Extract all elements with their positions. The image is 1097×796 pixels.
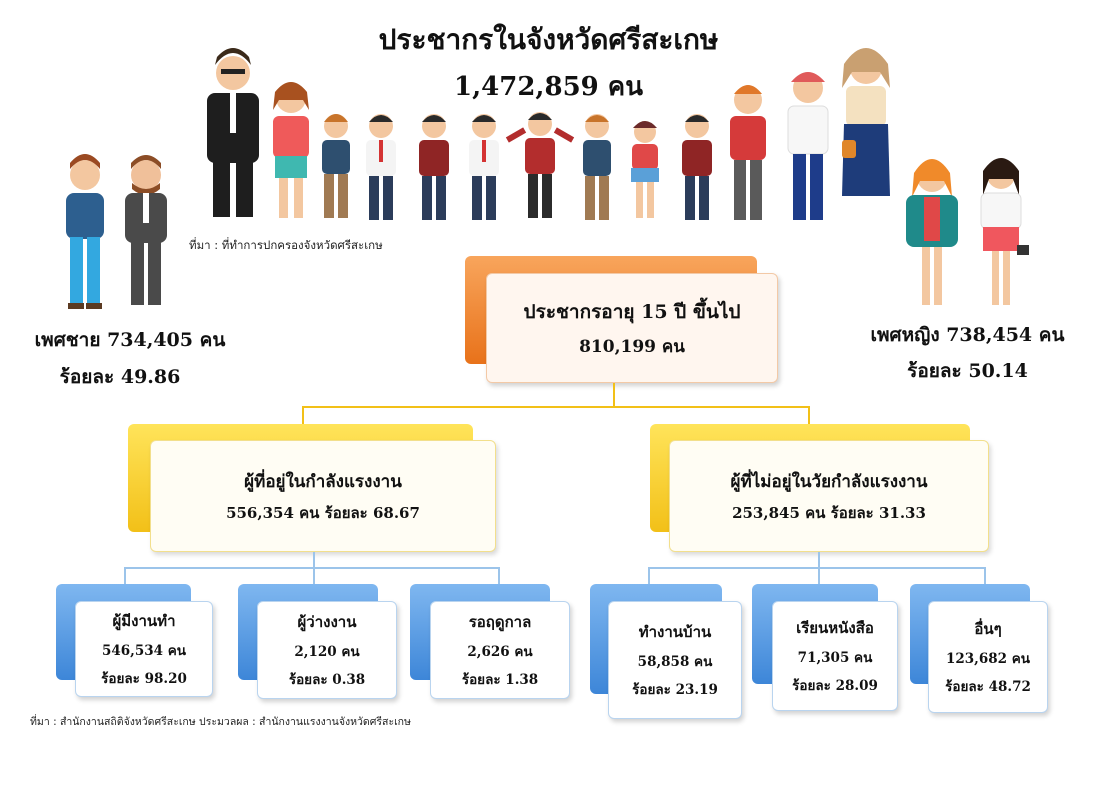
student-person-icon (419, 114, 449, 220)
man-person-icon (730, 85, 766, 220)
unemployed-box: ผู้ว่างงาน 2,120 คน ร้อยละ 0.38 (257, 601, 397, 699)
non-labor-force-box: ผู้ที่ไม่อยู่ในวัยกำลังแรงงาน 253,845 คน… (669, 440, 989, 552)
root-value: 810,199 คน (579, 336, 685, 357)
student-person-icon (366, 114, 396, 220)
connector-line (818, 552, 820, 568)
female-count: เพศหญิง 738,454 คน (870, 324, 1065, 346)
man-person-icon (787, 72, 829, 220)
housework-value: 58,858 คน (637, 654, 713, 670)
employed-value: 546,534 คน (101, 643, 187, 659)
studying-value: 71,305 คน (797, 650, 873, 666)
student-person-icon (505, 112, 575, 218)
other-label: อื่นๆ (974, 620, 1002, 638)
unemployed-value: 2,120 คน (294, 644, 360, 660)
connector-line (984, 567, 986, 587)
connector-line (313, 552, 315, 568)
seasonal-box: รอฤดูกาล 2,626 คน ร้อยละ 1.38 (430, 601, 570, 699)
root-label: ประชากรอายุ 15 ปี ขึ้นไป (523, 300, 741, 323)
woman-person-icon (842, 48, 890, 196)
employed-box: ผู้มีงานทำ 546,534 คน ร้อยละ 98.20 (75, 601, 213, 697)
employed-percent: ร้อยละ 98.20 (101, 671, 187, 687)
non-labor-force-value: 253,845 คน ร้อยละ 31.33 (732, 503, 926, 522)
people-illustration (66, 48, 1029, 309)
student-person-icon (469, 114, 499, 220)
connector-line (613, 383, 615, 407)
teacher-person-icon (207, 48, 259, 217)
connector-line (808, 406, 810, 426)
male-percent: ร้อยละ 49.86 (59, 366, 181, 388)
connector-line (818, 567, 820, 587)
connector-line (124, 567, 500, 569)
seasonal-percent: ร้อยละ 1.38 (461, 672, 539, 688)
housework-box: ทำงานบ้าน 58,858 คน ร้อยละ 23.19 (608, 601, 742, 719)
footer-source-note: ที่มา : สำนักงานสถิติจังหวัดศรีสะเกษ ประ… (30, 716, 411, 728)
student-person-icon (322, 114, 350, 218)
male-person-icon (125, 155, 167, 305)
connector-line (498, 567, 500, 587)
seasonal-value: 2,626 คน (467, 644, 533, 660)
connector-line (124, 567, 126, 587)
other-box: อื่นๆ 123,682 คน ร้อยละ 48.72 (928, 601, 1048, 713)
total-population: 1,472,859 คน (454, 72, 643, 102)
female-person-icon (906, 159, 958, 305)
woman-person-icon (273, 82, 309, 218)
non-labor-force-label: ผู้ที่ไม่อยู่ในวัยกำลังแรงงาน (730, 471, 928, 492)
studying-label: เรียนหนังสือ (796, 619, 874, 637)
labor-force-label: ผู้ที่อยู่ในกำลังแรงงาน (244, 471, 402, 492)
studying-box: เรียนหนังสือ 71,305 คน ร้อยละ 28.09 (772, 601, 898, 711)
girl-person-icon (631, 121, 659, 218)
unemployed-label: ผู้ว่างงาน (297, 613, 357, 631)
student-person-icon (682, 114, 712, 220)
connector-line (302, 406, 810, 408)
housework-percent: ร้อยละ 23.19 (632, 682, 718, 698)
connector-line (302, 406, 304, 426)
male-person-icon (66, 154, 104, 309)
unemployed-percent: ร้อยละ 0.38 (288, 672, 366, 688)
root-box: ประชากรอายุ 15 ปี ขึ้นไป 810,199 คน (486, 273, 778, 383)
page-title: ประชากรในจังหวัดศรีสะเกษ (378, 23, 719, 56)
studying-percent: ร้อยละ 28.09 (792, 678, 878, 694)
female-percent: ร้อยละ 50.14 (907, 360, 1028, 382)
other-value: 123,682 คน (945, 651, 1031, 667)
labor-force-box: ผู้ที่อยู่ในกำลังแรงงาน 556,354 คน ร้อยล… (150, 440, 496, 552)
top-source-note: ที่มา : ที่ทำการปกครองจังหวัดศรีสะเกษ (189, 238, 383, 252)
other-percent: ร้อยละ 48.72 (945, 679, 1031, 695)
housework-label: ทำงานบ้าน (638, 623, 712, 641)
seasonal-label: รอฤดูกาล (468, 613, 532, 631)
labor-force-value: 556,354 คน ร้อยละ 68.67 (226, 503, 420, 522)
female-person-icon (980, 158, 1029, 305)
connector-line (648, 567, 986, 569)
connector-line (313, 567, 315, 587)
employed-label: ผู้มีงานทำ (112, 612, 176, 630)
male-count: เพศชาย 734,405 คน (34, 329, 226, 351)
connector-line (648, 567, 650, 587)
student-person-icon (583, 114, 611, 220)
